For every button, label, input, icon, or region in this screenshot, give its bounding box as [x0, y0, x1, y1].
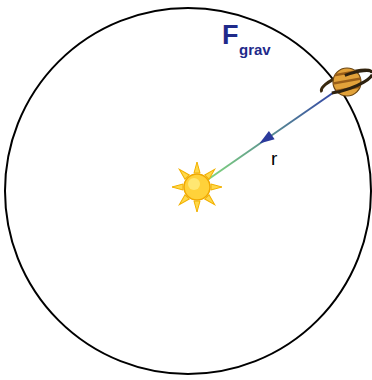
planet-symbol: [319, 66, 372, 98]
radius-label: r: [271, 149, 277, 168]
force-arrowhead: [257, 131, 275, 148]
force-line: [200, 88, 340, 185]
sun-symbol: [172, 162, 222, 212]
force-symbol: F: [222, 22, 239, 49]
orbit-circle: [5, 8, 371, 374]
force-subscript: grav: [239, 42, 271, 57]
